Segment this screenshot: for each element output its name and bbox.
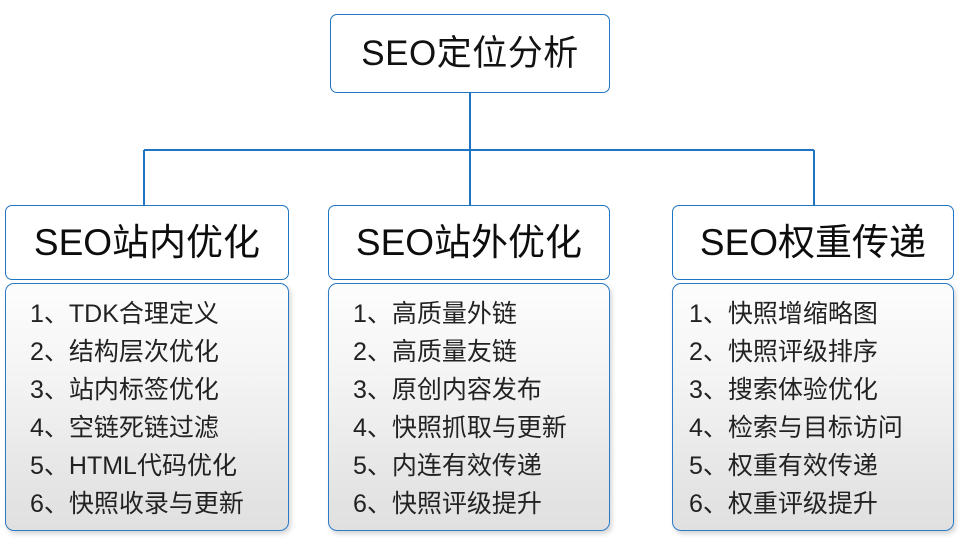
branch-list-1: 1、TDK合理定义 2、结构层次优化 3、站内标签优化 4、空链死链过滤 5、H…: [5, 283, 289, 531]
list-item: 2、结构层次优化: [30, 338, 219, 366]
branch-list-2: 1、高质量外链 2、高质量友链 3、原创内容发布 4、快照抓取与更新 5、内连有…: [328, 283, 610, 531]
branch-header-3[interactable]: SEO权重传递: [672, 205, 954, 280]
list-item: 4、空链死链过滤: [30, 414, 219, 442]
list-item: 1、TDK合理定义: [30, 300, 219, 328]
list-item: 1、高质量外链: [353, 300, 517, 328]
list-item: 5、内连有效传递: [353, 452, 542, 480]
branch-header-2[interactable]: SEO站外优化: [328, 205, 610, 280]
list-item: 2、高质量友链: [353, 338, 517, 366]
branch-header-1[interactable]: SEO站内优化: [5, 205, 289, 280]
list-item: 6、权重评级提升: [689, 490, 878, 518]
branch-column-1: SEO站内优化 1、TDK合理定义 2、结构层次优化 3、站内标签优化 4、空链…: [5, 205, 289, 531]
branch-list-3: 1、快照增缩略图 2、快照评级排序 3、搜索体验优化 4、检索与目标访问 5、权…: [672, 283, 954, 531]
list-item: 2、快照评级排序: [689, 338, 878, 366]
branch-header-label-3: SEO权重传递: [699, 222, 927, 263]
branch-header-label-1: SEO站内优化: [33, 222, 261, 263]
list-item: 5、HTML代码优化: [30, 452, 237, 480]
branch-header-label-2: SEO站外优化: [355, 222, 583, 263]
list-item: 5、权重有效传递: [689, 452, 878, 480]
branch-column-2: SEO站外优化 1、高质量外链 2、高质量友链 3、原创内容发布 4、快照抓取与…: [328, 205, 610, 531]
root-node-label: SEO定位分析: [361, 34, 579, 73]
root-node[interactable]: SEO定位分析: [330, 14, 610, 93]
list-item: 3、站内标签优化: [30, 376, 219, 404]
list-item: 3、原创内容发布: [353, 376, 542, 404]
list-item: 4、检索与目标访问: [689, 414, 903, 442]
list-item: 6、快照收录与更新: [30, 490, 244, 518]
list-item: 1、快照增缩略图: [689, 300, 878, 328]
branch-column-3: SEO权重传递 1、快照增缩略图 2、快照评级排序 3、搜索体验优化 4、检索与…: [672, 205, 954, 531]
list-item: 3、搜索体验优化: [689, 376, 878, 404]
list-item: 4、快照抓取与更新: [353, 414, 567, 442]
list-item: 6、快照评级提升: [353, 490, 542, 518]
